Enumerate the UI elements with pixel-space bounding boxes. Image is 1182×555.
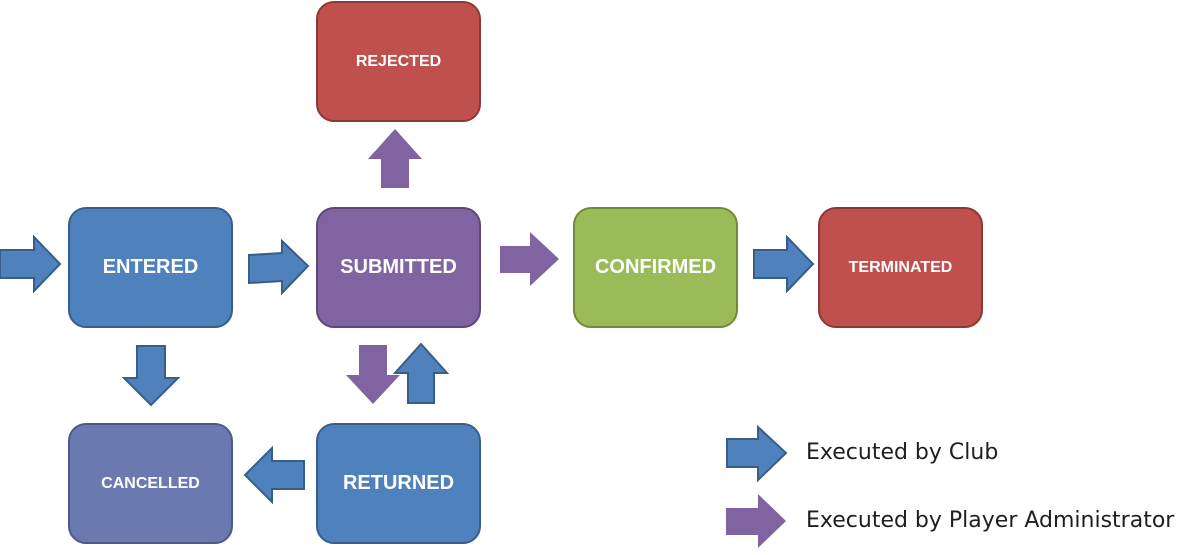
arrow-returned-to-submitted (392, 342, 450, 404)
node-cancelled-label: CANCELLED (101, 474, 200, 492)
node-terminated: TERMINATED (818, 207, 983, 328)
arrow-entered-to-cancelled (121, 345, 181, 407)
arrow-submitted-to-returned (346, 345, 400, 404)
node-terminated-label: TERMINATED (848, 258, 953, 276)
legend-club-arrow-icon (726, 424, 788, 483)
node-submitted-label: SUBMITTED (340, 256, 457, 278)
node-submitted: SUBMITTED (316, 207, 481, 328)
node-returned: RETURNED (316, 423, 481, 544)
legend-admin-arrow-icon (726, 494, 786, 548)
node-confirmed: CONFIRMED (573, 207, 738, 328)
arrow-confirmed-to-terminated (753, 234, 815, 294)
node-entered-label: ENTERED (102, 256, 199, 278)
node-rejected-label: REJECTED (355, 52, 442, 70)
arrow-entered-to-submitted (248, 238, 310, 296)
node-entered: ENTERED (68, 207, 233, 328)
arrow-start-to-entered (0, 234, 62, 294)
node-cancelled: CANCELLED (68, 423, 233, 544)
legend-club-label: Executed by Club (806, 440, 999, 465)
node-returned-label: RETURNED (342, 472, 455, 494)
node-rejected: REJECTED (316, 1, 481, 122)
legend-admin-label: Executed by Player Administrator (806, 508, 1175, 533)
arrow-returned-to-cancelled (243, 445, 305, 505)
arrow-submitted-to-rejected (368, 129, 422, 188)
arrow-submitted-to-confirmed (500, 232, 559, 286)
node-confirmed-label: CONFIRMED (594, 256, 717, 278)
